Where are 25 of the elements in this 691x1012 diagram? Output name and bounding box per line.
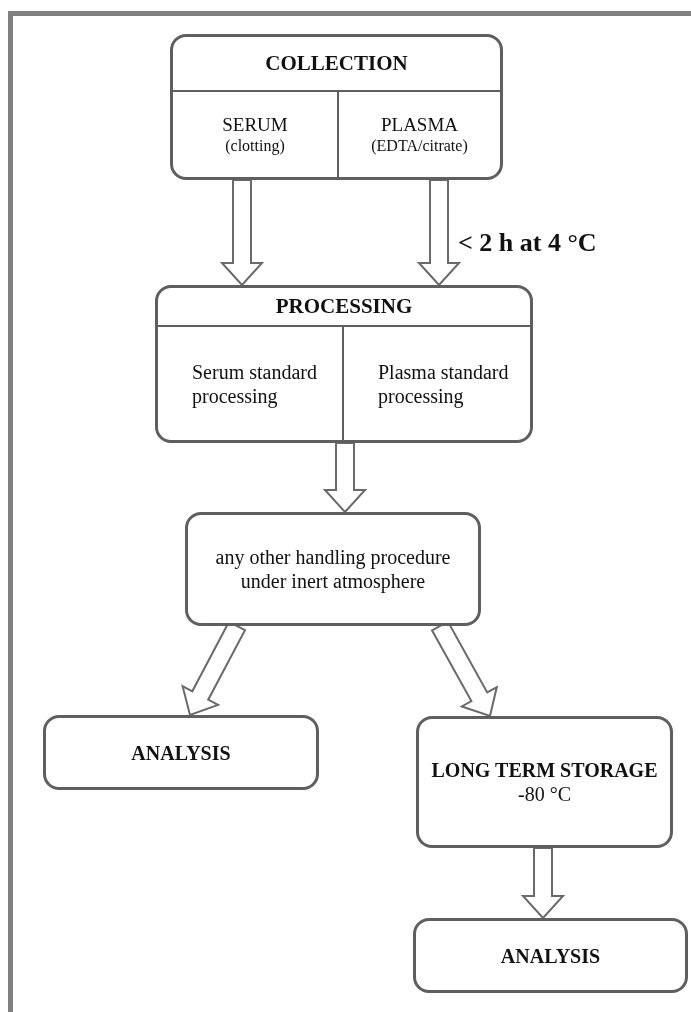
box-heading: COLLECTION [265, 50, 408, 77]
box-text: SERUM [222, 113, 288, 137]
box-text: ANALYSIS [500, 943, 601, 968]
box-text: ANALYSIS [131, 740, 231, 765]
process-box [43, 715, 319, 790]
box-text: Plasma standard processing [378, 359, 510, 408]
box-text: Serum standard processing [192, 359, 318, 408]
box-text: (EDTA/citrate) [371, 136, 468, 156]
box-text: (clotting) [225, 136, 285, 156]
sub-box [158, 325, 344, 440]
group-box [155, 285, 533, 443]
process-box [413, 918, 688, 993]
block-arrow [416, 179, 462, 287]
box-text: LONG TERM STORAGE [431, 758, 658, 782]
block-arrow [322, 442, 368, 514]
box-heading: PROCESSING [275, 293, 413, 320]
process-box [416, 716, 673, 848]
box-text: PLASMA [380, 113, 459, 137]
block-arrow [219, 179, 265, 287]
process-box [185, 512, 481, 626]
sub-box [173, 90, 339, 177]
group-box [170, 34, 503, 180]
box-text: -80 °C [518, 782, 571, 806]
box-text: any other handling procedure under inert atmosphere [214, 545, 452, 593]
block-arrow [520, 847, 566, 920]
